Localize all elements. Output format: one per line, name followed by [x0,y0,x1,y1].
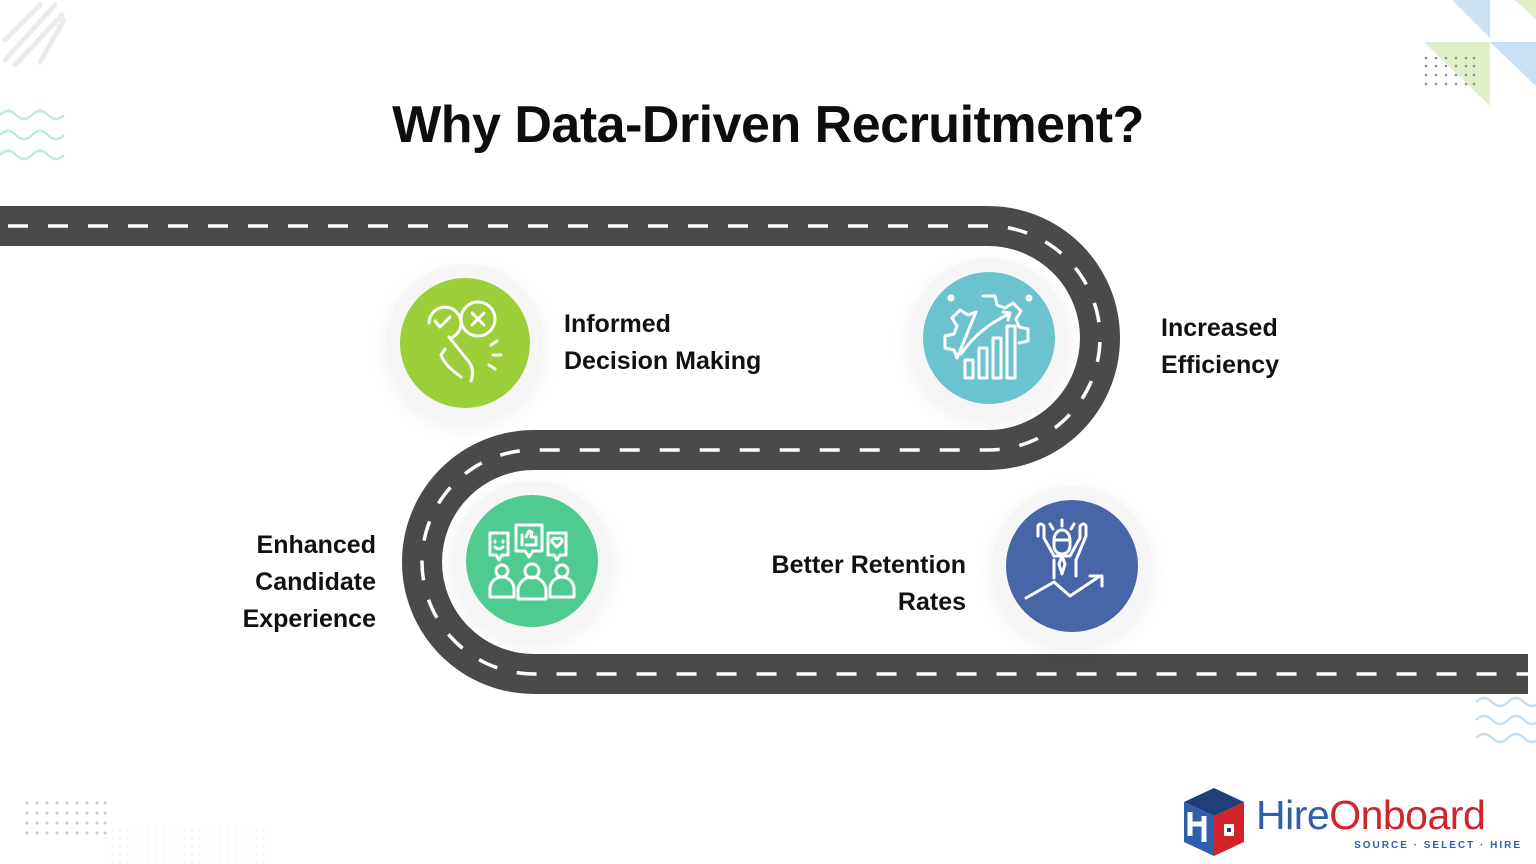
milestone-label-informed: Informed Decision Making [564,310,762,375]
milestone-label-efficiency: Increased Efficiency [1161,314,1280,379]
wave-decoration-right [1475,696,1536,744]
milestone-label-retention: Better Retention Rates [771,551,966,616]
scribble-decoration [2,2,67,68]
increased-efficiency-badge [923,272,1055,404]
milestone-label-candidate: Enhanced Candidate Experience [242,531,376,633]
gear-bar-chart-growth-icon [943,294,1033,380]
informed-decision-badge [400,278,530,408]
page-title: Why Data-Driven Recruitment? [392,95,1144,154]
wave-decoration-left [0,109,65,161]
celebrating-person-growth-arrow-icon [1024,518,1104,600]
dot-grid-top-right [1424,56,1476,86]
retention-rates-badge [1006,500,1138,632]
people-feedback-bubbles-icon [488,523,576,601]
logo-wordmark: HireOnboard [1256,792,1486,838]
dot-grid-bottom-left [25,801,107,835]
road-center-dashes [0,224,1528,676]
fine-dot-grid-bottom [105,829,265,863]
hireonboard-logo: HireOnboard SOURCE · SELECT · HIRE [1178,786,1530,858]
candidate-experience-badge [466,495,598,627]
logo-tagline: SOURCE · SELECT · HIRE [1354,840,1522,851]
hand-choose-check-cross-icon [427,300,503,383]
cube-logo-icon [1184,788,1244,856]
